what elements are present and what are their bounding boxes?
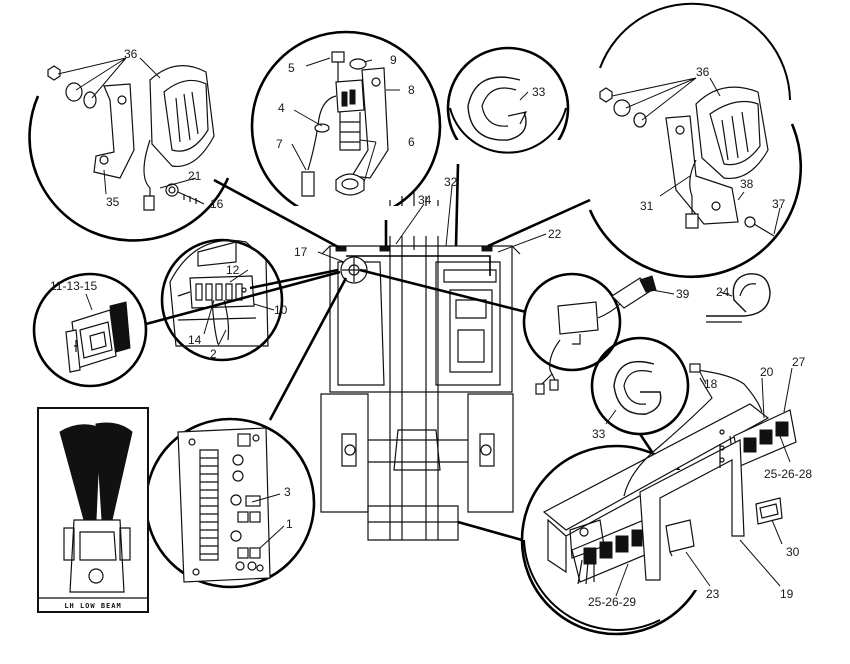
callout-10: 10 (274, 303, 288, 317)
detail-spring-clip (706, 273, 771, 323)
detail-circle-headlight-left (28, 65, 230, 242)
reflector (755, 497, 783, 525)
callout-3: 3 (284, 485, 291, 499)
callout-12: 12 (226, 263, 240, 277)
callout-27: 27 (792, 355, 806, 369)
detail-circle-headlight-right (588, 2, 803, 279)
callout-8: 8 (408, 83, 415, 97)
callout-24: 24 (716, 285, 730, 299)
fuse-column (199, 449, 219, 561)
callout-36-left: 36 (124, 47, 138, 61)
detail-circle-rear-lights (520, 363, 800, 636)
callout-36-right: 36 (696, 65, 710, 79)
callout-6: 6 (408, 135, 415, 149)
detail-circle-fusebox (144, 417, 316, 589)
callout-5: 5 (288, 61, 295, 75)
detail-circle-connector (522, 272, 657, 395)
callout-17: 17 (294, 245, 308, 259)
callout-18: 18 (704, 377, 718, 391)
callout-31: 31 (640, 199, 654, 213)
callout-2: 2 (210, 347, 217, 361)
callout-30: 30 (786, 545, 800, 559)
callout-33-mid: 33 (592, 427, 606, 441)
detail-circle-switch-bracket (230, 30, 470, 236)
callout-22: 22 (548, 227, 562, 241)
callout-39: 39 (676, 287, 690, 301)
inset-caption: LH LOW BEAM (64, 602, 121, 610)
callout-7: 7 (276, 137, 283, 151)
connector-lines (145, 163, 654, 542)
detail-circle-rocker-switch (32, 272, 148, 388)
callout-labels: 36 5 9 8 4 7 6 33 36 35 21 16 32 34 31 3… (50, 47, 812, 609)
callout-11-13-15: 11-13-15 (50, 279, 97, 293)
callout-32: 32 (444, 175, 458, 189)
callout-35: 35 (106, 195, 120, 209)
callout-33-top: 33 (532, 85, 546, 99)
callout-25-26-28: 25-26-28 (764, 467, 812, 481)
callout-34: 34 (418, 193, 432, 207)
callout-14: 14 (188, 333, 202, 347)
low-beam-inset: LH LOW BEAM (37, 407, 149, 613)
callout-4: 4 (278, 101, 285, 115)
callout-1: 1 (286, 517, 293, 531)
callout-23: 23 (706, 587, 720, 601)
callout-20: 20 (760, 365, 774, 379)
detail-circle-dashboard (160, 238, 284, 362)
callout-9: 9 (390, 53, 397, 67)
callout-21: 21 (188, 169, 202, 183)
callout-38: 38 (740, 177, 754, 191)
callout-19: 19 (780, 587, 794, 601)
callout-37: 37 (772, 197, 786, 211)
callout-25-26-29: 25-26-29 (588, 595, 636, 609)
detail-circle-clip-top (446, 46, 570, 180)
callout-16: 16 (210, 197, 224, 211)
leader-lines (57, 57, 793, 597)
machine-body (320, 190, 521, 541)
detail-circle-clip-mid (590, 336, 690, 436)
